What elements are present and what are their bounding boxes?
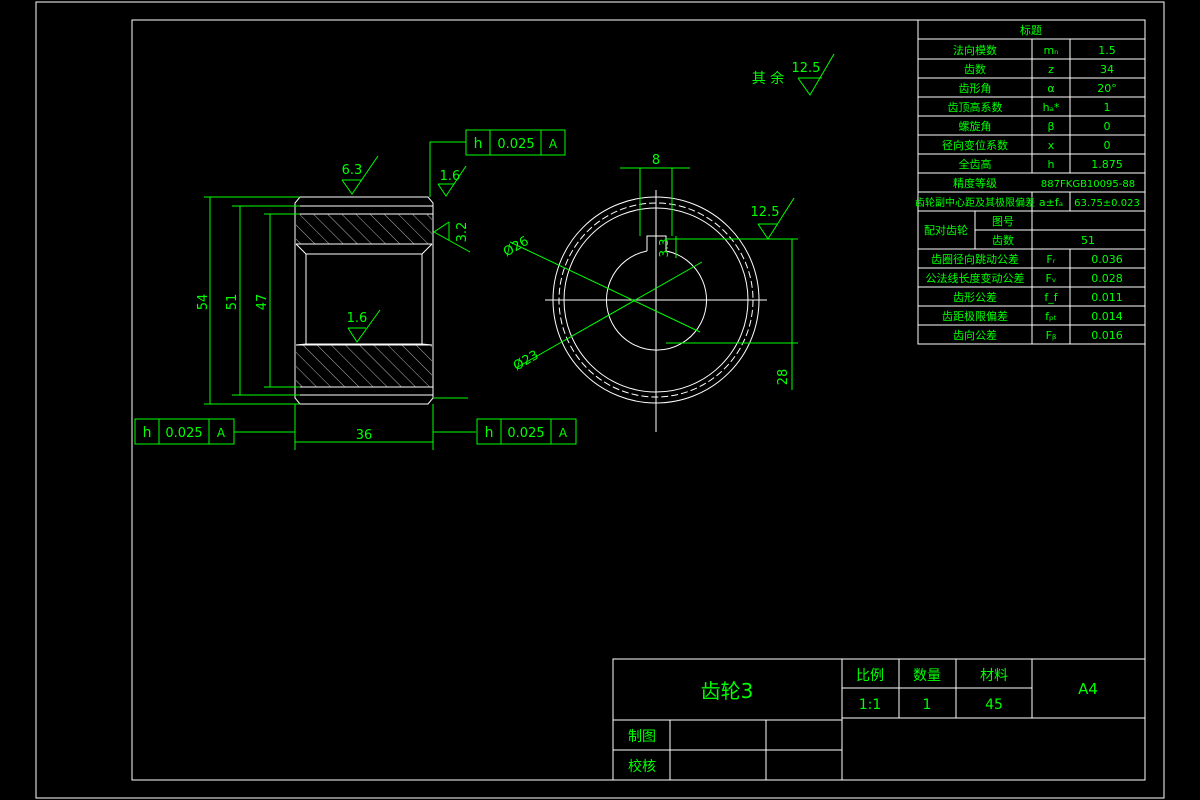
param-sym: h — [1048, 158, 1055, 171]
dim-54: 54 — [196, 294, 211, 311]
param-sym: hₐ* — [1043, 101, 1060, 114]
tol-left-symbol: h — [143, 425, 152, 441]
param-name: 螺旋角 — [959, 119, 992, 133]
tolerance-frame-right — [476, 418, 577, 445]
roughness-symbol-other — [797, 53, 835, 96]
param-name: 法向模数 — [953, 43, 997, 57]
param-val: 20° — [1097, 82, 1117, 95]
roughness-other-value: 12.5 — [792, 61, 821, 76]
dim-height-28: 28 — [776, 369, 791, 386]
gear-front-view — [545, 190, 767, 432]
roughness-symbol-16-top — [437, 165, 467, 197]
tol-row-sym: Fᵦ — [1046, 329, 1057, 342]
param-name: 齿形角 — [959, 82, 992, 95]
roughness-16-top-label: 1.6 — [440, 169, 461, 184]
tol-top-symbol: h — [474, 136, 483, 152]
tol-top-datum: A — [549, 137, 558, 151]
roughness-63-label: 6.3 — [342, 163, 363, 178]
param-val: 1 — [1104, 101, 1111, 114]
dim-dia-26: Ø26 — [501, 234, 532, 260]
scale-label: 比例 — [856, 668, 884, 684]
side-dimensions — [204, 196, 476, 450]
tol-row-val: 0.011 — [1091, 291, 1123, 304]
param-name: 径向变位系数 — [942, 138, 1008, 152]
mating-row-name: 图号 — [992, 215, 1014, 228]
param-name: 齿数 — [964, 63, 986, 76]
roughness-keyway-label: 12.5 — [751, 205, 780, 220]
param-name: 齿顶高系数 — [948, 100, 1003, 114]
tol-left-datum: A — [217, 426, 226, 440]
qty-label: 数量 — [913, 668, 941, 684]
param-sym: β — [1047, 120, 1054, 133]
param-sym: x — [1048, 139, 1055, 152]
outer-border — [35, 1, 1165, 799]
param-table — [917, 19, 1146, 345]
inner-border — [131, 19, 1146, 781]
param-header: 标题 — [1020, 23, 1042, 37]
param-sym: z — [1048, 63, 1054, 76]
scale-value: 1:1 — [859, 697, 882, 713]
param-val: 0 — [1104, 120, 1111, 133]
tolerance-frame-left — [134, 418, 235, 445]
mating-gear-label: 配对齿轮 — [924, 223, 968, 237]
param-sym: mₙ — [1043, 44, 1058, 57]
roughness-16-bore-label: 1.6 — [347, 311, 368, 326]
tol-row-val: 0.028 — [1091, 272, 1123, 285]
drawn-label: 制图 — [628, 729, 656, 745]
mating-row-val: 51 — [1081, 234, 1095, 247]
tol-row-sym: fₚₜ — [1045, 310, 1057, 323]
tol-right-datum: A — [559, 426, 568, 440]
tol-row-val: 0.036 — [1091, 253, 1123, 266]
param-val: 1.5 — [1098, 44, 1116, 57]
center-distance-val: 63.75±0.023 — [1074, 198, 1140, 209]
roughness-32-label: 3.2 — [455, 222, 470, 243]
front-dimensions — [509, 167, 798, 390]
param-sym: α — [1047, 82, 1054, 95]
roughness-symbol-keyway — [757, 197, 795, 240]
dim-dia-23: Ø23 — [511, 348, 542, 374]
sheet-size: A4 — [1078, 680, 1098, 698]
dim-47: 47 — [255, 294, 270, 311]
tol-row-val: 0.016 — [1091, 329, 1123, 342]
roughness-symbol-16-bore — [347, 309, 381, 343]
roughness-other-label: 其 余 — [752, 70, 784, 87]
param-name: 全齿高 — [959, 157, 992, 171]
mating-row-name: 齿数 — [992, 234, 1014, 247]
tol-row-name: 齿圈径向跳动公差 — [931, 252, 1019, 266]
part-name: 齿轮3 — [701, 679, 754, 703]
roughness-symbol-63 — [341, 155, 379, 195]
checked-label: 校核 — [628, 758, 656, 775]
tol-row-name: 公法线长度变动公差 — [926, 271, 1025, 285]
tol-row-name: 齿距极限偏差 — [942, 309, 1008, 323]
param-val: 0 — [1104, 139, 1111, 152]
tol-right-symbol: h — [485, 425, 494, 441]
qty-value: 1 — [923, 697, 932, 713]
tol-top-value: 0.025 — [497, 137, 534, 152]
dim-51: 51 — [225, 294, 240, 311]
roughness-symbol-32 — [433, 221, 471, 253]
dim-width-36: 36 — [356, 428, 373, 443]
param-val: 34 — [1100, 63, 1114, 76]
material-value: 45 — [985, 697, 1003, 713]
precision-label: 精度等级 — [953, 176, 997, 190]
precision-value: 887FKGB10095-88 — [1041, 179, 1135, 190]
tol-row-val: 0.014 — [1091, 310, 1123, 323]
center-distance-sym: a±fₐ — [1039, 196, 1063, 209]
tol-row-sym: f_f — [1044, 291, 1058, 304]
dim-key-width: 8 — [652, 153, 660, 168]
center-distance-label: 齿轮副中心距及其极限偏差 — [915, 196, 1035, 209]
tol-row-sym: Fᵣ — [1046, 253, 1055, 266]
tol-right-value: 0.025 — [507, 426, 544, 441]
dim-key-depth: 3.3 — [657, 238, 671, 257]
tol-row-name: 齿向公差 — [953, 328, 997, 342]
title-block — [612, 658, 1146, 781]
tol-left-value: 0.025 — [165, 426, 202, 441]
tol-row-sym: Fᵥ — [1046, 272, 1057, 285]
param-val: 1.875 — [1091, 158, 1123, 171]
material-label: 材料 — [980, 668, 1008, 684]
tolerance-frame-top — [429, 129, 566, 197]
tol-row-name: 齿形公差 — [953, 290, 997, 304]
gear-side-view — [294, 196, 434, 405]
